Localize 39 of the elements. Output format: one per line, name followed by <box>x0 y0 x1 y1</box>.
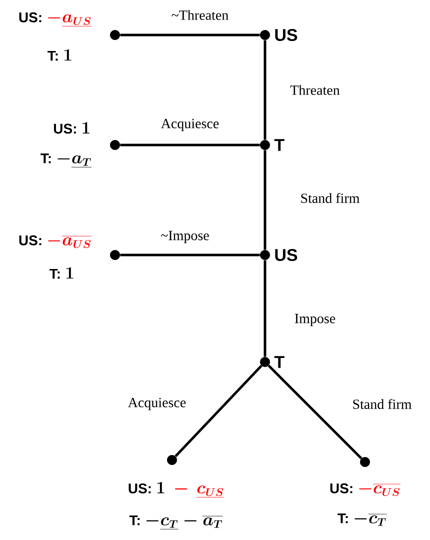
payoff-text: T: $-\underline{a_T}$ <box>40 154 92 168</box>
branch-line <box>268 364 362 460</box>
branch-label: Acquiesce <box>128 398 186 410</box>
branch-label: Stand firm <box>301 193 360 203</box>
branch-label: Acquiesce <box>160 118 219 132</box>
branch-line <box>120 34 260 36</box>
branch-line <box>120 254 260 256</box>
payoff-text: US: $\color{red}-\underline{a_{US}}$ <box>19 12 92 26</box>
branch-line <box>264 40 266 140</box>
branch-line <box>264 150 266 250</box>
branch-label: Impose <box>294 314 336 326</box>
game-node <box>110 30 120 40</box>
branch-label: ~Threaten <box>172 10 228 20</box>
payoff-text: T: $1$ <box>48 49 72 61</box>
player-label: US <box>275 248 298 262</box>
payoff-text: US: $\color{red}-\overline{a_{US}}$ <box>19 235 92 248</box>
game-node <box>167 455 177 465</box>
game-node <box>260 140 270 150</box>
player-label: US <box>275 28 298 42</box>
branch-label: ~Impose <box>161 230 209 244</box>
game-node <box>110 140 120 150</box>
payoff-text: US: $1$ <box>54 122 90 134</box>
game-node <box>110 250 120 260</box>
branch-label: Threaten <box>290 85 340 95</box>
player-label: T <box>274 356 284 368</box>
branch-line <box>264 260 266 357</box>
payoff-text: T: $1$ <box>50 267 74 279</box>
branch-label: Stand firm <box>353 399 412 409</box>
game-node <box>260 30 270 40</box>
payoff-text: T: $-\overline{c_T}$ <box>338 514 387 526</box>
game-node <box>260 357 270 367</box>
game-node <box>260 250 270 260</box>
branch-line <box>174 364 262 458</box>
payoff-text: US: $1\color{red}\,-\,\underline{c_{US}}$ <box>128 482 224 498</box>
payoff-text: T: $-\underline{c_T}-\overline{a_T}$ <box>129 516 223 530</box>
player-label: T <box>274 139 284 151</box>
branch-line <box>120 144 260 146</box>
payoff-text: US: $\color{red}-\overline{c_{US}}$ <box>330 483 400 496</box>
game-node <box>360 457 370 467</box>
